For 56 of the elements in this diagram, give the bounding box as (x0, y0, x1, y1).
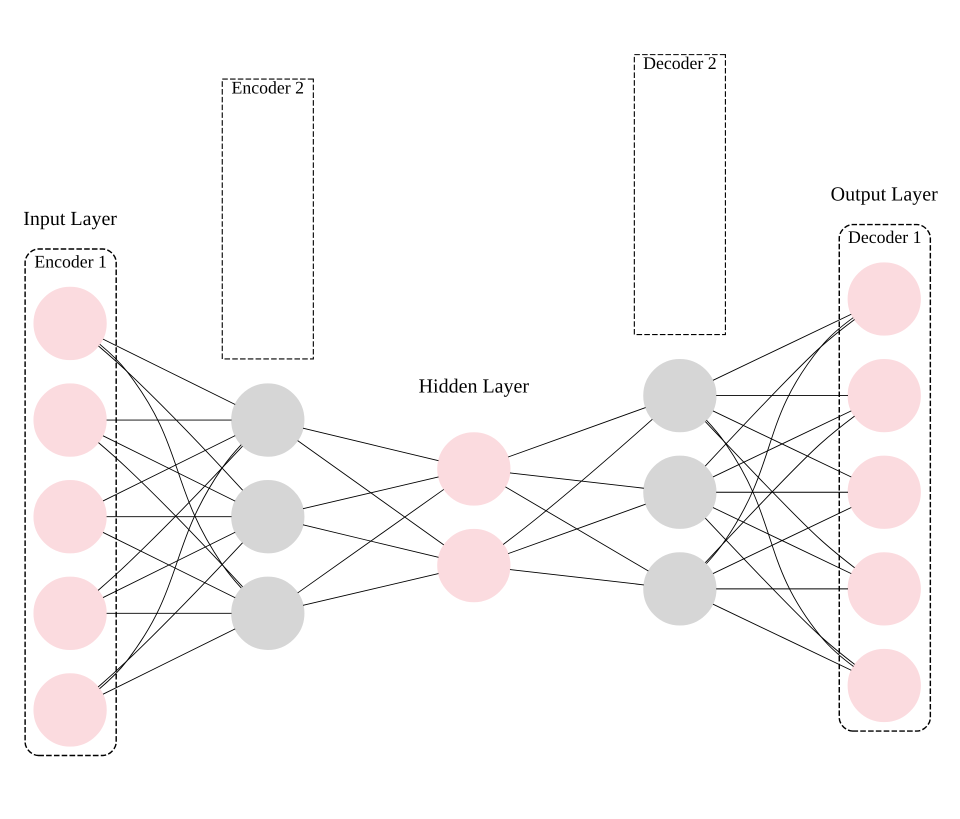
node-circle (847, 358, 920, 432)
connector (302, 476, 438, 510)
node-circle (32, 286, 106, 360)
connector (507, 407, 646, 458)
connector (98, 344, 242, 588)
connector (705, 420, 854, 667)
connector (705, 317, 854, 564)
connector (296, 440, 444, 546)
node-circle (847, 456, 920, 529)
node-circle (230, 576, 304, 650)
node-circle (230, 383, 304, 457)
label: Output Layer (830, 184, 938, 206)
connector (106, 612, 232, 614)
connector (97, 542, 242, 688)
node-circle (642, 456, 716, 529)
connector (102, 338, 236, 405)
node-circle (642, 358, 716, 432)
cluster: Decoder 1 (838, 224, 931, 732)
node-box: Decoder 2 (633, 54, 726, 336)
connector (509, 569, 644, 586)
connector (712, 507, 852, 574)
connector (502, 418, 652, 545)
node-circle (436, 528, 510, 602)
node-circle (32, 673, 106, 747)
node-circle (847, 648, 920, 722)
node-circle (642, 552, 716, 626)
connector (509, 472, 644, 489)
connector (98, 346, 243, 491)
node-box: Encoder 2 (221, 78, 314, 360)
connector (296, 489, 444, 594)
connector (106, 516, 232, 518)
label: Input Layer (22, 208, 116, 230)
label: Hidden Layer (418, 376, 529, 398)
connector (704, 518, 855, 665)
connector (712, 314, 852, 381)
node-circle (230, 480, 304, 554)
node-circle (436, 432, 510, 506)
connector (98, 444, 242, 690)
connector (302, 428, 438, 462)
connector (715, 395, 848, 396)
cluster: Encoder 1 (24, 248, 116, 756)
connector (704, 319, 854, 466)
node-circle (847, 262, 920, 336)
connector (504, 486, 648, 572)
node-circle (32, 480, 106, 554)
connector (102, 532, 236, 598)
connector (302, 524, 438, 558)
connector (715, 588, 848, 590)
node-circle (32, 383, 106, 457)
connector (712, 604, 852, 671)
connector (302, 573, 438, 606)
connector (715, 492, 848, 493)
node-circle (32, 576, 106, 650)
connector (102, 628, 236, 695)
connector (507, 504, 646, 554)
node-circle (847, 552, 920, 626)
